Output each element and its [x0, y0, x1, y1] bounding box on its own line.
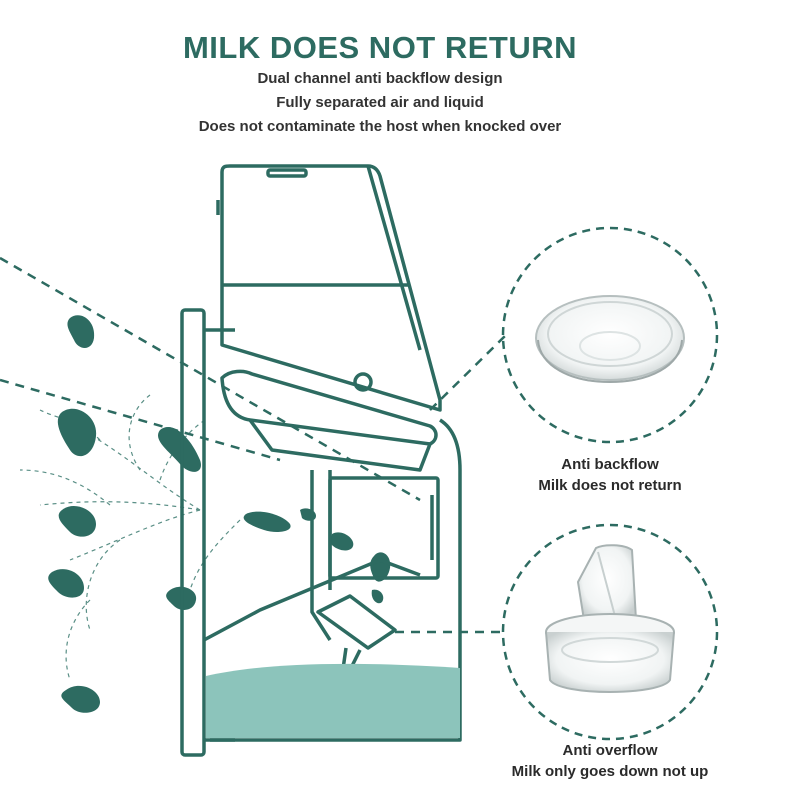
callout-circles	[501, 226, 719, 741]
milk-level	[206, 663, 460, 738]
subtitle-line-1: Dual channel anti backflow design	[257, 70, 503, 87]
callout-text: Milk only goes down not up	[511, 763, 709, 780]
subtitle-line-3: Does not contaminate the host when knock…	[198, 118, 562, 135]
callout-anti-overflow: Anti overflow Milk only goes down not up	[490, 742, 730, 780]
callout-title: Anti backflow	[561, 456, 659, 473]
milk-droplets	[48, 315, 391, 713]
valve-disc-icon	[535, 295, 685, 384]
callout-anti-backflow: Anti backflow Milk does not return	[510, 456, 710, 494]
duckbill-valve-icon	[545, 544, 675, 693]
subtitle-line-2: Fully separated air and liquid	[276, 94, 484, 111]
pump-body	[180, 164, 462, 757]
callout-title: Anti overflow	[562, 742, 658, 759]
page-title: MILK DOES NOT RETURN	[182, 30, 578, 65]
callout-text: Milk does not return	[538, 477, 682, 494]
